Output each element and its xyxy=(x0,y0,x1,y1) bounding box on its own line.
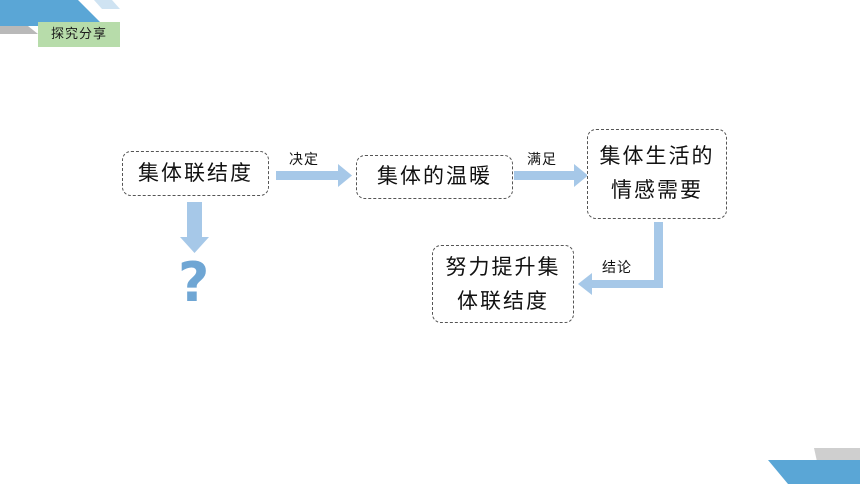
node-collective-bond: 集体联结度 xyxy=(122,151,269,196)
node-collective-bond-text: 集体联结度 xyxy=(138,161,253,185)
question-mark: ? xyxy=(178,251,210,314)
edge-label-satisfies: 满足 xyxy=(527,152,557,168)
node-improve-bond: 努力提升集 体联结度 xyxy=(432,245,574,323)
node-improve-bond-line1: 努力提升集 xyxy=(445,255,561,279)
top-left-decoration xyxy=(0,0,120,34)
node-improve-bond-line2: 体联结度 xyxy=(457,289,549,313)
arrow-conclusion xyxy=(578,222,663,295)
node-collective-warmth: 集体的温暖 xyxy=(356,155,513,199)
arrow-decides xyxy=(276,164,352,187)
edge-label-decides: 决定 xyxy=(289,152,319,168)
node-emotional-needs-line1: 集体生活的 xyxy=(599,144,715,168)
edge-label-conclusion: 结论 xyxy=(602,260,632,276)
node-emotional-needs: 集体生活的 情感需要 xyxy=(587,129,727,219)
bottom-right-decoration xyxy=(768,448,860,484)
node-collective-warmth-text: 集体的温暖 xyxy=(377,164,492,188)
node-emotional-needs-line2: 情感需要 xyxy=(611,178,703,202)
arrow-down xyxy=(180,202,209,253)
section-badge: 探究分享 xyxy=(38,22,120,47)
arrow-satisfies xyxy=(514,164,588,187)
